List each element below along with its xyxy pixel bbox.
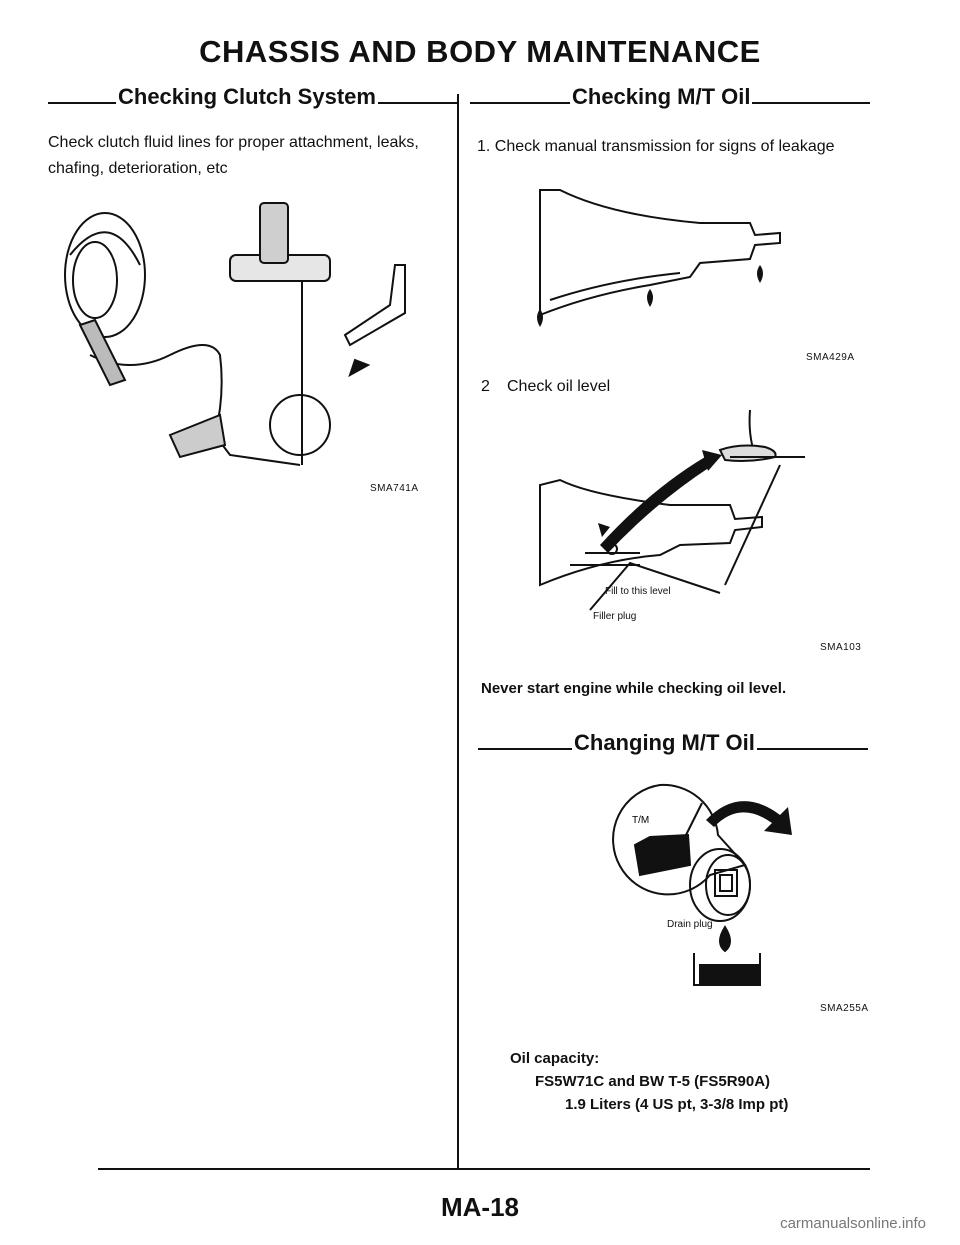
- transmission-leak-icon: [537, 189, 781, 327]
- column-divider: [457, 94, 459, 1169]
- clutch-system-icon: [64, 202, 406, 466]
- warning-text: Never start engine while checking oil le…: [481, 680, 787, 697]
- heading-check-oil-text: Checking M/T Oil: [572, 84, 751, 109]
- figure-code-leak: SMA429A: [806, 352, 855, 363]
- figure-code-clutch: SMA741A: [370, 483, 419, 494]
- fill-level-label: Fill to this level: [605, 586, 671, 597]
- figure-code-drain: SMA255A: [820, 1003, 869, 1014]
- drain-plug-label: Drain plug: [667, 919, 713, 930]
- clutch-description: Check clutch fluid lines for proper atta…: [48, 134, 419, 177]
- page-title: CHASSIS AND BODY MAINTENANCE: [199, 34, 761, 69]
- footer-rule: [98, 1168, 870, 1170]
- heading-clutch-text: Checking Clutch System: [118, 84, 376, 109]
- filler-plug-label: Filler plug: [593, 611, 637, 622]
- section-heading-change-oil: Changing M/T Oil: [478, 730, 868, 756]
- capacity-models: FS5W71C and BW T-5 (FS5R90A): [535, 1073, 771, 1090]
- page-number: MA-18: [440, 1192, 519, 1222]
- step-2-number: 2: [481, 378, 490, 395]
- tm-label: T/M: [632, 815, 649, 826]
- heading-change-oil-text: Changing M/T Oil: [574, 730, 755, 755]
- step-1-text: 1. Check manual transmission for signs o…: [477, 138, 835, 155]
- section-heading-check-oil: Checking M/T Oil: [470, 84, 870, 110]
- drain-plug-icon: T/M: [612, 783, 792, 986]
- capacity-label: Oil capacity:: [510, 1050, 600, 1067]
- figure-code-oil-level: SMA103: [820, 642, 862, 653]
- step-2-text: Check oil level: [507, 378, 611, 395]
- section-heading-clutch: Checking Clutch System: [48, 84, 458, 110]
- watermark: carmanualsonline.info: [780, 1215, 926, 1232]
- capacity-value: 1.9 Liters (4 US pt, 3-3/8 Imp pt): [565, 1096, 789, 1113]
- oil-level-check-icon: [539, 409, 805, 611]
